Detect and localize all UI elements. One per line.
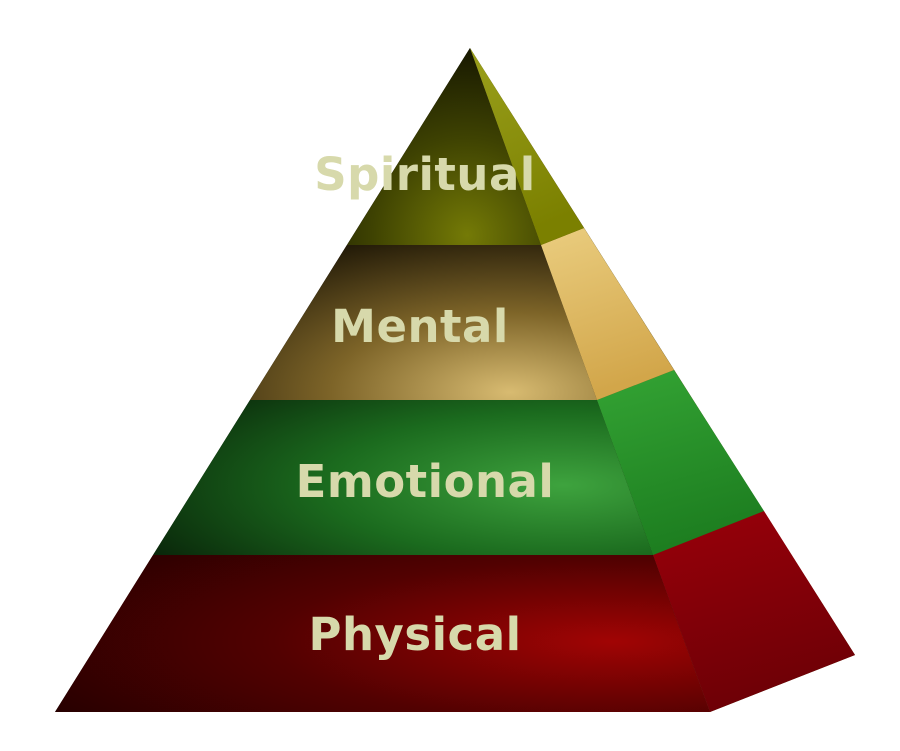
level-physical-side-face bbox=[653, 511, 855, 712]
level-spiritual-front-face bbox=[347, 48, 541, 245]
level-label-physical: Physical bbox=[308, 608, 521, 661]
level-mental-side-face bbox=[541, 228, 674, 400]
level-label-spiritual: Spiritual bbox=[314, 148, 536, 201]
level-spiritual-side-face bbox=[470, 48, 584, 245]
level-label-mental: Mental bbox=[331, 300, 509, 353]
level-physical-front-face bbox=[55, 555, 710, 712]
level-label-emotional: Emotional bbox=[296, 455, 555, 508]
level-emotional-side-face bbox=[597, 370, 764, 555]
level-mental-front-face bbox=[250, 245, 597, 400]
level-emotional-front-face bbox=[153, 400, 653, 555]
